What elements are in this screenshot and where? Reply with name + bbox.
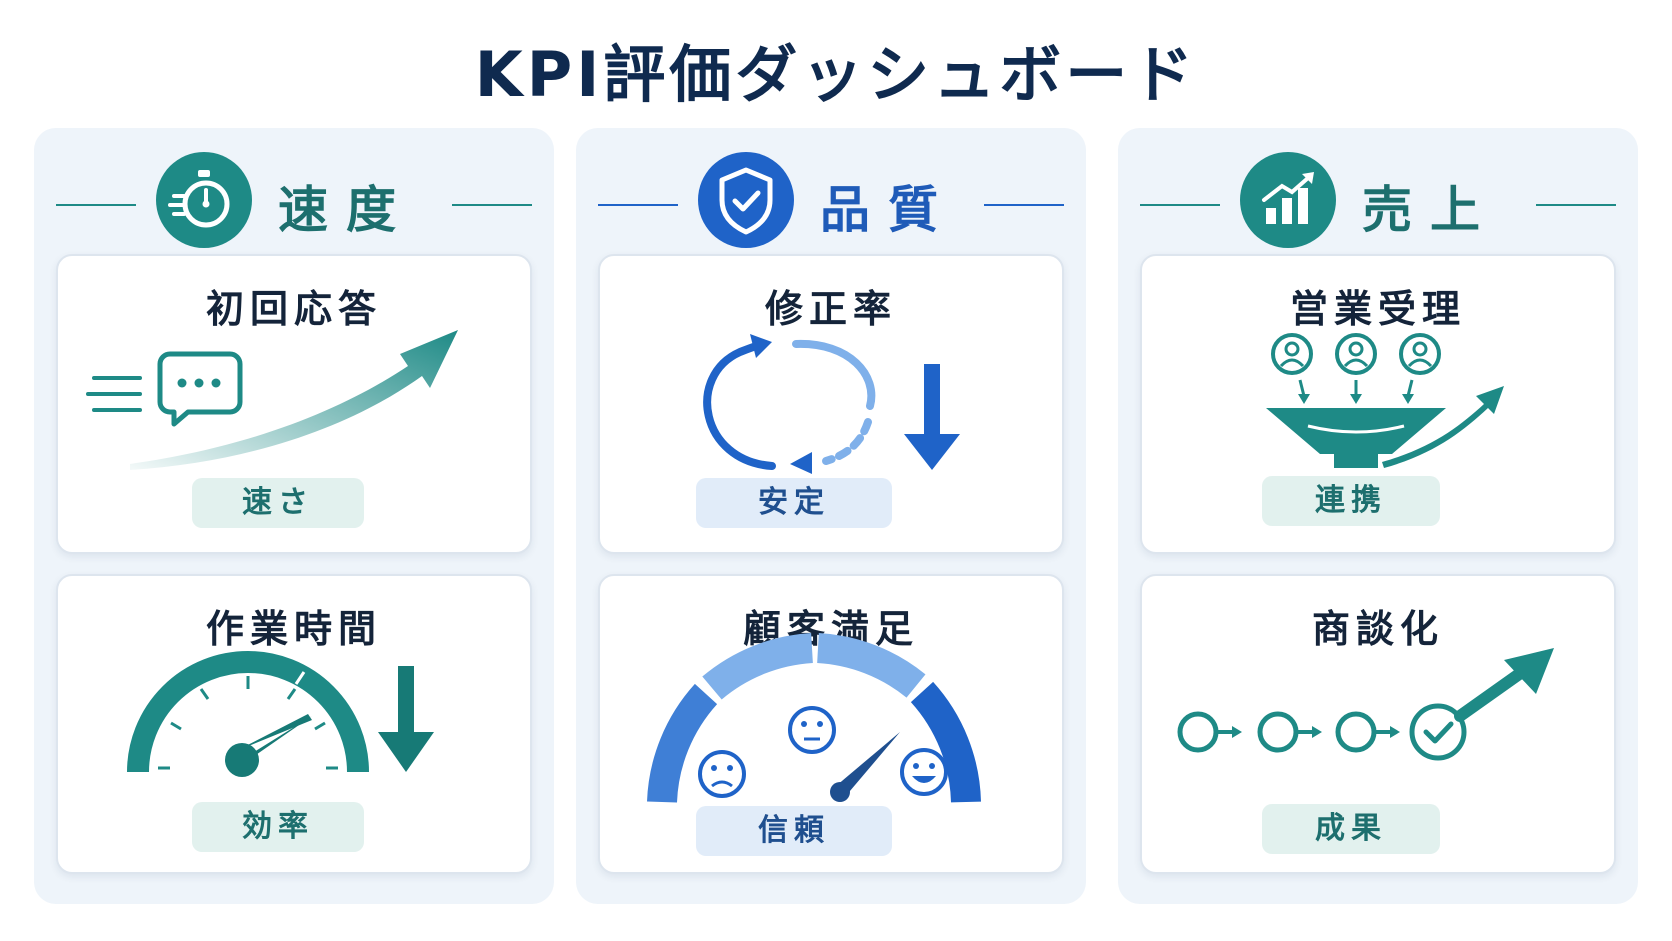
header-divider-right bbox=[1536, 204, 1616, 206]
category-label-speed: 速度 bbox=[278, 181, 414, 239]
lead-funnel-icon bbox=[1266, 333, 1504, 468]
tag-badge: 効率 bbox=[192, 802, 364, 852]
tag-badge: 成果 bbox=[1262, 804, 1440, 854]
speedometer-down-icon bbox=[127, 651, 434, 777]
kpi-card-sales-acceptance: 営業受理 連携 bbox=[1140, 254, 1616, 554]
chat-speed-arrow-icon bbox=[86, 330, 458, 470]
cycle-down-icon bbox=[703, 334, 960, 474]
tag-badge: 速さ bbox=[192, 478, 364, 528]
header-divider-right bbox=[452, 204, 532, 206]
card-title: 修正率 bbox=[764, 287, 897, 331]
tag-badge: 連携 bbox=[1262, 476, 1440, 526]
kpi-card-deal-conversion: 商談化 成果 bbox=[1140, 574, 1616, 874]
kpi-card-fix-rate: 修正率 安定 bbox=[598, 254, 1064, 554]
sales-header: 売上 bbox=[1118, 138, 1638, 248]
tag-badge: 信頼 bbox=[696, 806, 892, 856]
quality-header: 品質 bbox=[576, 138, 1086, 248]
category-label-quality: 品質 bbox=[820, 181, 956, 239]
pipeline-check-icon bbox=[1177, 648, 1554, 761]
kpi-card-work-time: 作業時間 効率 bbox=[56, 574, 532, 874]
speed-header: 速度 bbox=[34, 138, 554, 248]
card-title: 営業受理 bbox=[1289, 287, 1466, 331]
card-title: 作業時間 bbox=[205, 607, 382, 651]
stopwatch-icon bbox=[154, 150, 254, 250]
bar-growth-icon bbox=[1238, 150, 1338, 250]
header-divider-left bbox=[56, 204, 136, 206]
page-title: KPI評価ダッシュボード bbox=[474, 38, 1198, 111]
sales-column: 売上 営業受理 連携 商談化 bbox=[1118, 128, 1638, 904]
speed-column: 速度 初回応答 速さ 作業時間 bbox=[34, 128, 554, 904]
header-divider-right bbox=[984, 204, 1064, 206]
header-divider-left bbox=[1140, 204, 1220, 206]
category-label-sales: 売上 bbox=[1362, 181, 1498, 239]
shield-check-icon bbox=[696, 150, 796, 250]
card-title: 初回応答 bbox=[205, 287, 382, 331]
kpi-card-first-response: 初回応答 速さ bbox=[56, 254, 532, 554]
quality-column: 品質 修正率 安定 顧客満足 bbox=[576, 128, 1086, 904]
header-divider-left bbox=[598, 204, 678, 206]
kpi-card-customer-satisfaction: 顧客満足 信頼 bbox=[598, 574, 1064, 874]
card-title: 商談化 bbox=[1311, 607, 1444, 651]
tag-badge: 安定 bbox=[696, 478, 892, 528]
satisfaction-gauge-icon bbox=[647, 633, 981, 803]
